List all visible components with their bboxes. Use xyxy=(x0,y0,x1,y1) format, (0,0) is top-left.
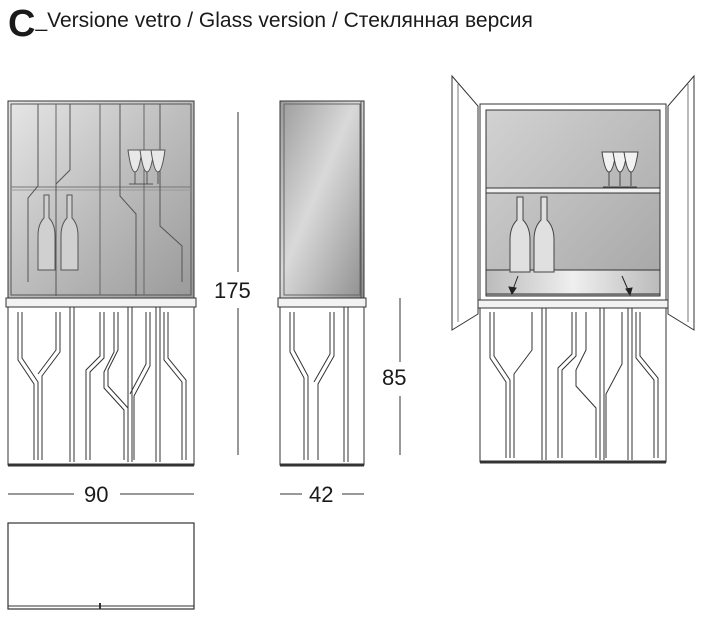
open-shelf xyxy=(485,187,661,194)
open-door-right xyxy=(667,74,695,331)
dimension-height-total: 175 xyxy=(214,112,251,455)
dim-label-42: 42 xyxy=(309,482,333,507)
title-underscore: _ xyxy=(35,9,48,32)
open-bottles xyxy=(509,196,555,273)
front-base xyxy=(7,306,195,466)
dimension-depth: 42 xyxy=(280,482,364,507)
diagram-title: C_Versione vetro / Glass version / Стекл… xyxy=(8,4,533,44)
title-italian: Versione vetro xyxy=(47,9,182,32)
title-sep-2: / xyxy=(326,9,344,32)
front-bottles xyxy=(37,194,79,271)
side-top-plate xyxy=(277,297,367,308)
side-base xyxy=(279,306,365,466)
dim-label-85: 85 xyxy=(382,365,406,390)
dimension-height-base: 85 xyxy=(382,298,406,455)
open-door-left xyxy=(451,74,479,331)
title-russian: Стеклянная версия xyxy=(343,9,533,32)
dimension-width: 90 xyxy=(8,482,194,507)
side-view xyxy=(277,100,367,467)
front-glass-cabinet xyxy=(7,100,195,299)
title-english: Glass version xyxy=(198,9,327,32)
front-top-plate xyxy=(5,297,197,308)
open-view xyxy=(451,74,695,464)
dim-label-175: 175 xyxy=(214,278,251,303)
light-arrows xyxy=(508,275,633,297)
title-letter: C xyxy=(8,3,36,45)
dim-label-90: 90 xyxy=(84,482,108,507)
top-view-outline xyxy=(7,522,195,610)
open-wine-glasses xyxy=(601,151,639,188)
open-base xyxy=(479,307,667,463)
side-glass-cabinet xyxy=(279,100,365,299)
title-sep-1: / xyxy=(181,9,199,32)
front-wine-glasses xyxy=(127,149,166,185)
top-view xyxy=(7,522,195,610)
open-top-plate xyxy=(477,299,669,309)
front-view xyxy=(5,100,197,467)
